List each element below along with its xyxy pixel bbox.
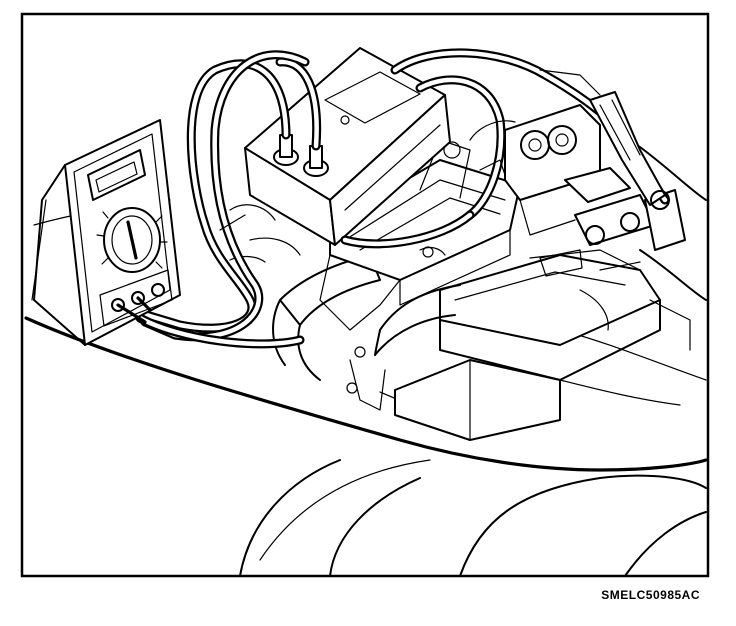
throttle-body-assembly bbox=[504, 104, 686, 251]
misc-engine-details bbox=[219, 69, 691, 406]
battery-clip bbox=[589, 91, 670, 210]
figure-code: SMELC50985AC bbox=[601, 588, 700, 602]
air-cleaner-housing bbox=[394, 249, 661, 441]
multimeter bbox=[33, 119, 181, 346]
figure-border bbox=[20, 12, 710, 578]
pressure-test-box bbox=[244, 47, 451, 246]
vehicle-body-outline bbox=[24, 139, 708, 577]
test-cables bbox=[125, 48, 670, 349]
engine-manifold bbox=[319, 139, 521, 411]
